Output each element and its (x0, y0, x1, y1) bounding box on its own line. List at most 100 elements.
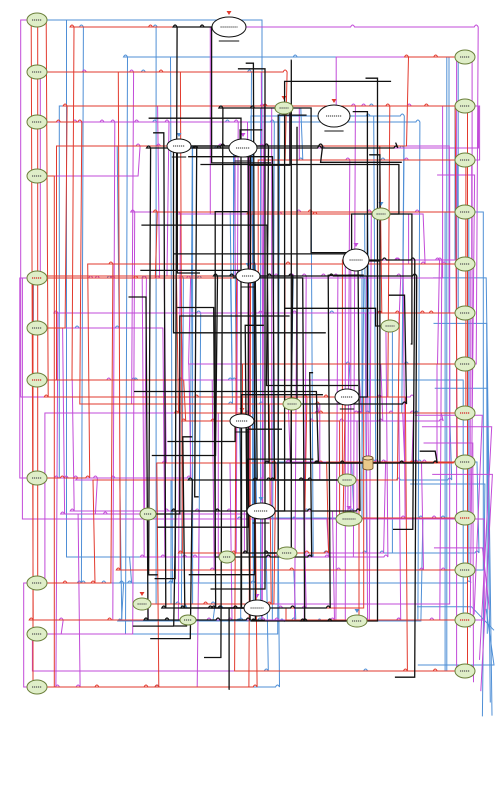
black-edge (257, 274, 363, 609)
node-r5[interactable] (454, 256, 476, 272)
node-c5[interactable] (342, 248, 370, 276)
red-edge (37, 69, 465, 161)
node-l10[interactable] (26, 626, 48, 642)
node-g3[interactable] (380, 319, 400, 333)
arrowhead (240, 133, 246, 137)
magenta-edge (21, 277, 349, 520)
black-edge (132, 508, 261, 627)
red-edge (37, 24, 229, 381)
node-l6[interactable] (26, 320, 48, 336)
node-g11[interactable] (179, 614, 197, 626)
arrowhead (353, 243, 359, 247)
node-r4[interactable] (454, 204, 476, 220)
node-c4[interactable] (235, 268, 261, 288)
border-edge (433, 547, 490, 610)
magenta-edge (37, 119, 287, 554)
blue-edge (457, 56, 465, 314)
node-l2[interactable] (26, 64, 48, 80)
red-edge (37, 263, 465, 479)
node-r11[interactable] (454, 562, 476, 578)
node-l5[interactable] (26, 270, 48, 286)
red-edge (37, 379, 242, 422)
blue-edge (37, 19, 263, 149)
node-c_top[interactable] (211, 16, 247, 42)
node-l11[interactable] (26, 679, 48, 695)
red-edge (347, 103, 465, 398)
red-edge (37, 19, 39, 584)
node-g2[interactable] (371, 207, 391, 221)
border-edge (437, 174, 476, 628)
node-g8[interactable] (218, 550, 236, 564)
red-edge (287, 461, 465, 554)
node-g5[interactable] (337, 473, 357, 487)
border-edge (432, 277, 493, 716)
border-edge (417, 608, 495, 666)
node-g4[interactable] (282, 397, 302, 411)
magenta-edge (292, 403, 465, 414)
magenta-edge (356, 257, 465, 621)
border-edge (421, 426, 493, 660)
magenta-edge (37, 277, 368, 464)
node-l9[interactable] (26, 575, 48, 591)
node-r8[interactable] (454, 405, 476, 421)
blue-edge (287, 461, 480, 554)
node-c8[interactable] (246, 502, 276, 524)
node-l4[interactable] (26, 168, 48, 184)
node-g9[interactable] (276, 546, 298, 560)
black-edge (154, 24, 229, 580)
red-edge (37, 175, 55, 688)
blue-edge (444, 211, 465, 672)
node-r12[interactable] (454, 612, 476, 628)
border-edge (414, 414, 483, 615)
node-c6[interactable] (334, 388, 360, 410)
node-r2[interactable] (454, 98, 476, 114)
node-c3[interactable] (317, 104, 351, 132)
black-edge (261, 260, 380, 512)
node-r10[interactable] (454, 510, 476, 526)
magenta-edge (20, 19, 347, 398)
node-r9[interactable] (454, 454, 476, 470)
node-l3[interactable] (26, 114, 48, 130)
node-r13[interactable] (454, 663, 476, 679)
node-r7[interactable] (454, 356, 476, 372)
node-g6[interactable] (335, 511, 363, 527)
arrowhead (331, 99, 337, 103)
node-l8[interactable] (26, 470, 48, 486)
black-edge (188, 458, 314, 621)
border-edge (432, 473, 493, 692)
black-edge (134, 390, 368, 464)
node-c7[interactable] (229, 413, 255, 433)
cylinder-icon (362, 455, 374, 471)
node-g1[interactable] (274, 101, 294, 115)
node-g10[interactable] (132, 597, 152, 611)
black-edge (356, 257, 416, 531)
node-r1[interactable] (454, 49, 476, 65)
node-g12[interactable] (346, 614, 368, 628)
blue-edge (37, 56, 465, 584)
red-edge (37, 145, 179, 381)
border-edge (423, 442, 474, 683)
node-g7[interactable] (139, 507, 157, 521)
red-edge (28, 19, 188, 621)
node-r3[interactable] (454, 152, 476, 168)
node-l1[interactable] (26, 12, 48, 28)
black-edge (140, 269, 347, 481)
magenta-edge (37, 277, 227, 558)
arrowhead (354, 609, 360, 613)
black-edge (179, 436, 257, 609)
magenta-edge (37, 327, 148, 515)
magenta-edge (242, 412, 465, 422)
blue-edge (37, 477, 357, 622)
node-c9[interactable] (243, 599, 271, 621)
arrowhead (139, 592, 145, 596)
black-edge (248, 273, 418, 678)
node-c1[interactable] (166, 138, 192, 158)
node-c2[interactable] (228, 138, 258, 162)
magenta-edge (37, 475, 148, 515)
magenta-edge (37, 379, 465, 571)
arrowhead (226, 11, 232, 15)
node-r6[interactable] (454, 305, 476, 321)
node-l7[interactable] (26, 372, 48, 388)
